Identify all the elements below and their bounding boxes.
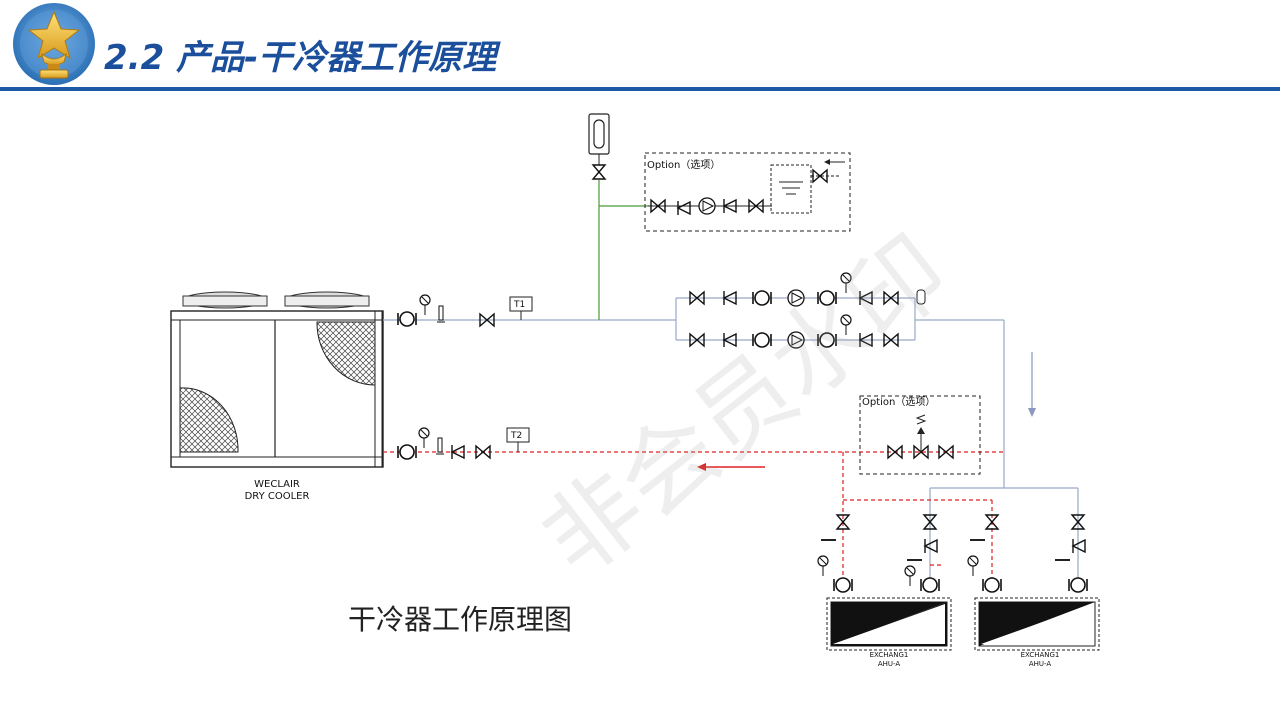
option-top-components [648, 159, 845, 216]
return-pipe [383, 451, 1004, 580]
option-top-label: Option（选项） [647, 158, 720, 171]
dry-cooler-label-1: WECLAIR [254, 479, 300, 490]
dry-cooler-label-2: DRY COOLER [245, 491, 310, 502]
exchanger-left [826, 597, 952, 651]
supply-pipe [383, 297, 1079, 580]
option-top-box [644, 152, 851, 232]
sensor-t1-label: T1 [513, 300, 525, 310]
header-divider [0, 87, 1280, 91]
option-mid-box [859, 395, 981, 475]
exchanger-right-label-2: AHU-A [1029, 660, 1052, 668]
bypass-valve-assembly [887, 414, 954, 459]
outlet-fittings [397, 294, 533, 327]
exchanger-right [974, 597, 1100, 651]
branch-fittings [817, 514, 1088, 593]
exchanger-right-label-1: EXCHANG1 [1021, 651, 1060, 659]
inlet-fittings [397, 427, 530, 460]
makeup-pipe [598, 180, 648, 320]
exchanger-left-label-2: AHU-A [878, 660, 901, 668]
gold-star-trophy-icon [13, 3, 95, 85]
diagram-caption: 干冷器工作原理图 [348, 603, 573, 636]
dry-cooler-unit [170, 291, 384, 468]
slide-header: 2.2 产品-干冷器工作原理 [0, 0, 1280, 96]
exchanger-left-label-1: EXCHANG1 [870, 651, 909, 659]
sensor-t2-label: T2 [510, 431, 522, 441]
pump-station [689, 272, 926, 349]
expansion-tank [588, 113, 610, 180]
dry-cooler-schematic: WECLAIR DRY COOLER T1 Option（选项） [170, 113, 1100, 668]
return-flow-arrow [697, 463, 765, 471]
slide-title: 2.2 产品-干冷器工作原理 [104, 38, 497, 78]
option-mid-label: Option（选项） [862, 395, 935, 408]
supply-flow-arrow [1028, 352, 1036, 417]
